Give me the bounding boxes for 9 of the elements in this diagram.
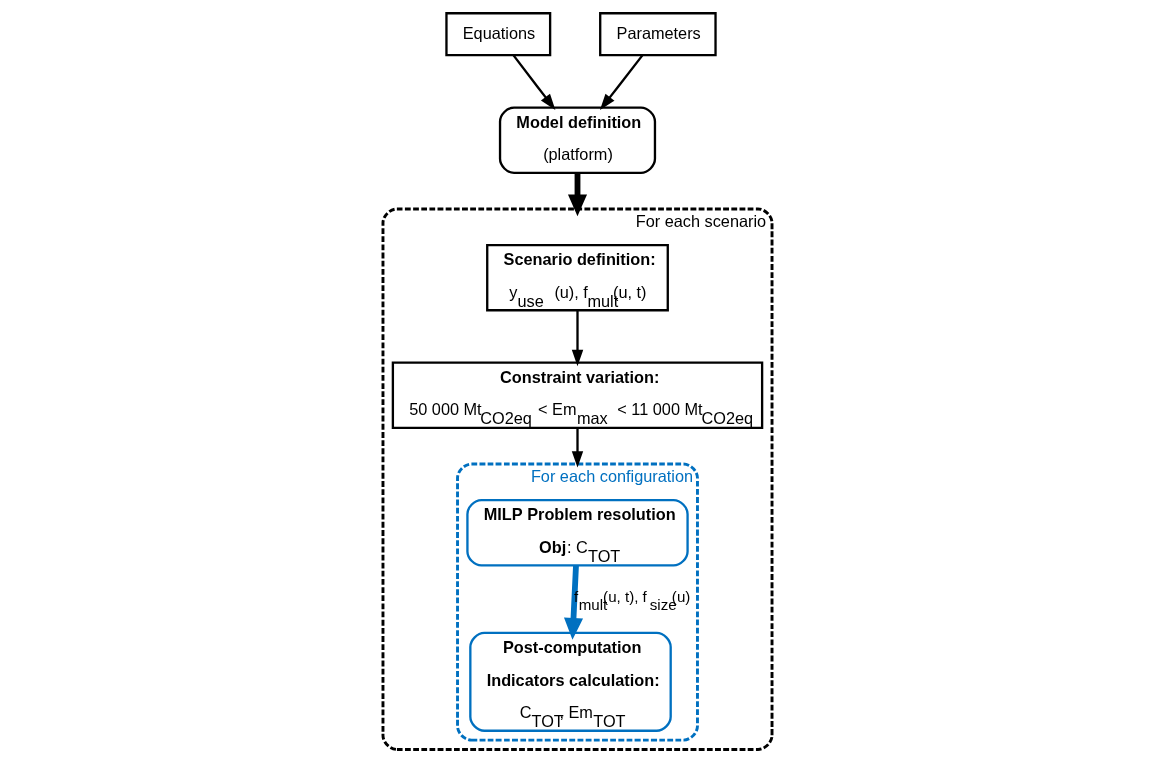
node-box: Parameters bbox=[599, 12, 717, 57]
arrow bbox=[599, 54, 644, 111]
arrow bbox=[512, 54, 556, 111]
arrow bbox=[567, 173, 588, 217]
arrow bbox=[571, 310, 584, 367]
node-box: Model definition (platform) bbox=[498, 106, 657, 174]
arrow bbox=[571, 428, 584, 468]
arrow bbox=[563, 565, 584, 640]
node-box: Equations bbox=[445, 12, 552, 57]
